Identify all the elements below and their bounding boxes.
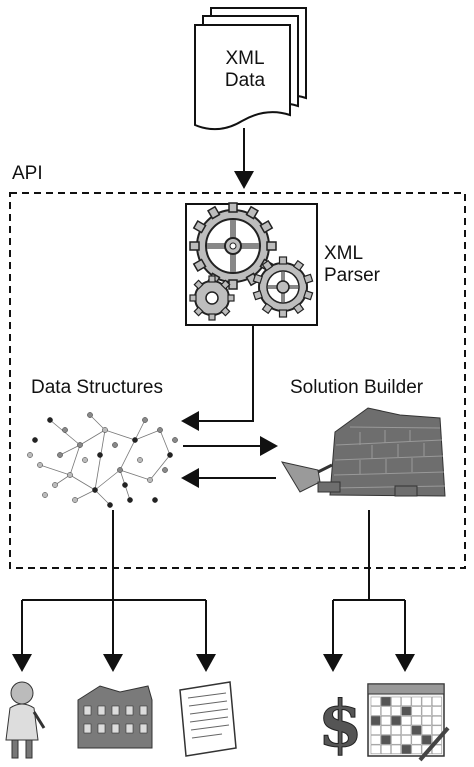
network-nodes	[27, 412, 178, 508]
network-node	[137, 457, 143, 463]
network-node	[27, 452, 33, 458]
network-node	[57, 452, 63, 458]
parser-line2: Parser	[324, 264, 380, 286]
document-icon	[179, 681, 237, 757]
network-node	[47, 417, 53, 423]
svg-text:$: $	[318, 687, 363, 762]
network-node	[37, 462, 43, 468]
api-boundary	[9, 192, 466, 569]
calendar-cell	[411, 715, 422, 726]
api-label: API	[12, 163, 43, 184]
calendar-cell	[401, 715, 412, 726]
calendar-cell	[401, 725, 412, 735]
calendar-cell	[421, 725, 432, 735]
xml-data-line2: Data	[224, 69, 266, 91]
network-node	[102, 427, 108, 433]
network-node	[92, 487, 98, 493]
network-graph-icon	[39, 414, 171, 506]
calendar-cell	[401, 735, 412, 745]
network-node	[52, 482, 58, 488]
network-node	[162, 467, 168, 473]
calendar-cell	[421, 696, 432, 707]
network-node	[142, 417, 148, 423]
network-node	[167, 452, 173, 458]
calendar-cell	[411, 706, 422, 716]
calendar-cell	[391, 696, 402, 707]
gears-icon	[185, 202, 318, 326]
calendar-cell	[370, 696, 381, 707]
calendar-cell	[431, 696, 442, 707]
calendar-cell	[431, 715, 442, 726]
calendar-cell	[431, 744, 442, 755]
arrow-parser-to-data-structures	[181, 326, 254, 431]
calendar-cell	[380, 706, 391, 716]
network-node	[147, 477, 153, 483]
calendar-cell	[411, 725, 422, 735]
data-structures-label: Data Structures	[31, 377, 163, 398]
solution-builder-label: Solution Builder	[290, 377, 424, 398]
calendar-cell	[411, 735, 422, 745]
calendar-cell	[370, 725, 381, 735]
calendar-cell	[391, 706, 402, 716]
houses-icon	[77, 685, 153, 749]
calendar-cell	[401, 744, 412, 755]
network-node	[77, 442, 83, 448]
calendar-cell	[421, 735, 432, 745]
calendar-cell	[401, 696, 412, 707]
calendar-cell	[421, 706, 432, 716]
network-node	[87, 412, 93, 418]
calendar-cell	[370, 744, 381, 755]
network-node	[112, 442, 118, 448]
network-node	[32, 437, 38, 443]
network-node	[42, 492, 48, 498]
calendar-cell	[370, 706, 381, 716]
calendar-cell	[411, 744, 422, 755]
calendar-cell	[391, 744, 402, 755]
network-node	[172, 437, 178, 443]
calendar-cell	[380, 744, 391, 755]
xml-data-label: XML Data	[221, 48, 269, 92]
calendar-cell	[391, 735, 402, 745]
network-node	[127, 497, 133, 503]
calendar-cell	[411, 696, 422, 707]
network-node	[132, 437, 138, 443]
network-node	[152, 497, 158, 503]
network-node	[97, 452, 103, 458]
network-node	[122, 482, 128, 488]
network-node	[62, 427, 68, 433]
calendar-cell	[401, 706, 412, 716]
calendar-cell	[431, 706, 442, 716]
person-icon	[5, 681, 46, 759]
calendar-cell	[370, 735, 381, 745]
network-node	[107, 502, 113, 508]
network-node	[72, 497, 78, 503]
brick-wall-icon	[280, 407, 446, 497]
xml-parser-label: XML Parser	[324, 243, 380, 287]
calendar-cell	[380, 725, 391, 735]
xml-data-documents	[194, 7, 307, 131]
calendar-cell	[391, 715, 402, 726]
calendar-icon	[367, 683, 450, 762]
calendar-cell	[421, 715, 432, 726]
network-node	[117, 467, 123, 473]
calendar-cell	[370, 715, 381, 726]
calendar-cell	[380, 696, 391, 707]
calendar-cell	[391, 725, 402, 735]
calendar-cell	[431, 725, 442, 735]
network-node	[82, 457, 88, 463]
xml-data-line1: XML	[225, 48, 265, 69]
calendar-cell	[380, 715, 391, 726]
network-node	[157, 427, 163, 433]
network-node	[67, 472, 73, 478]
calendar-cell	[380, 735, 391, 745]
parser-line1: XML	[324, 243, 364, 264]
dollar-icon: $	[318, 687, 364, 763]
